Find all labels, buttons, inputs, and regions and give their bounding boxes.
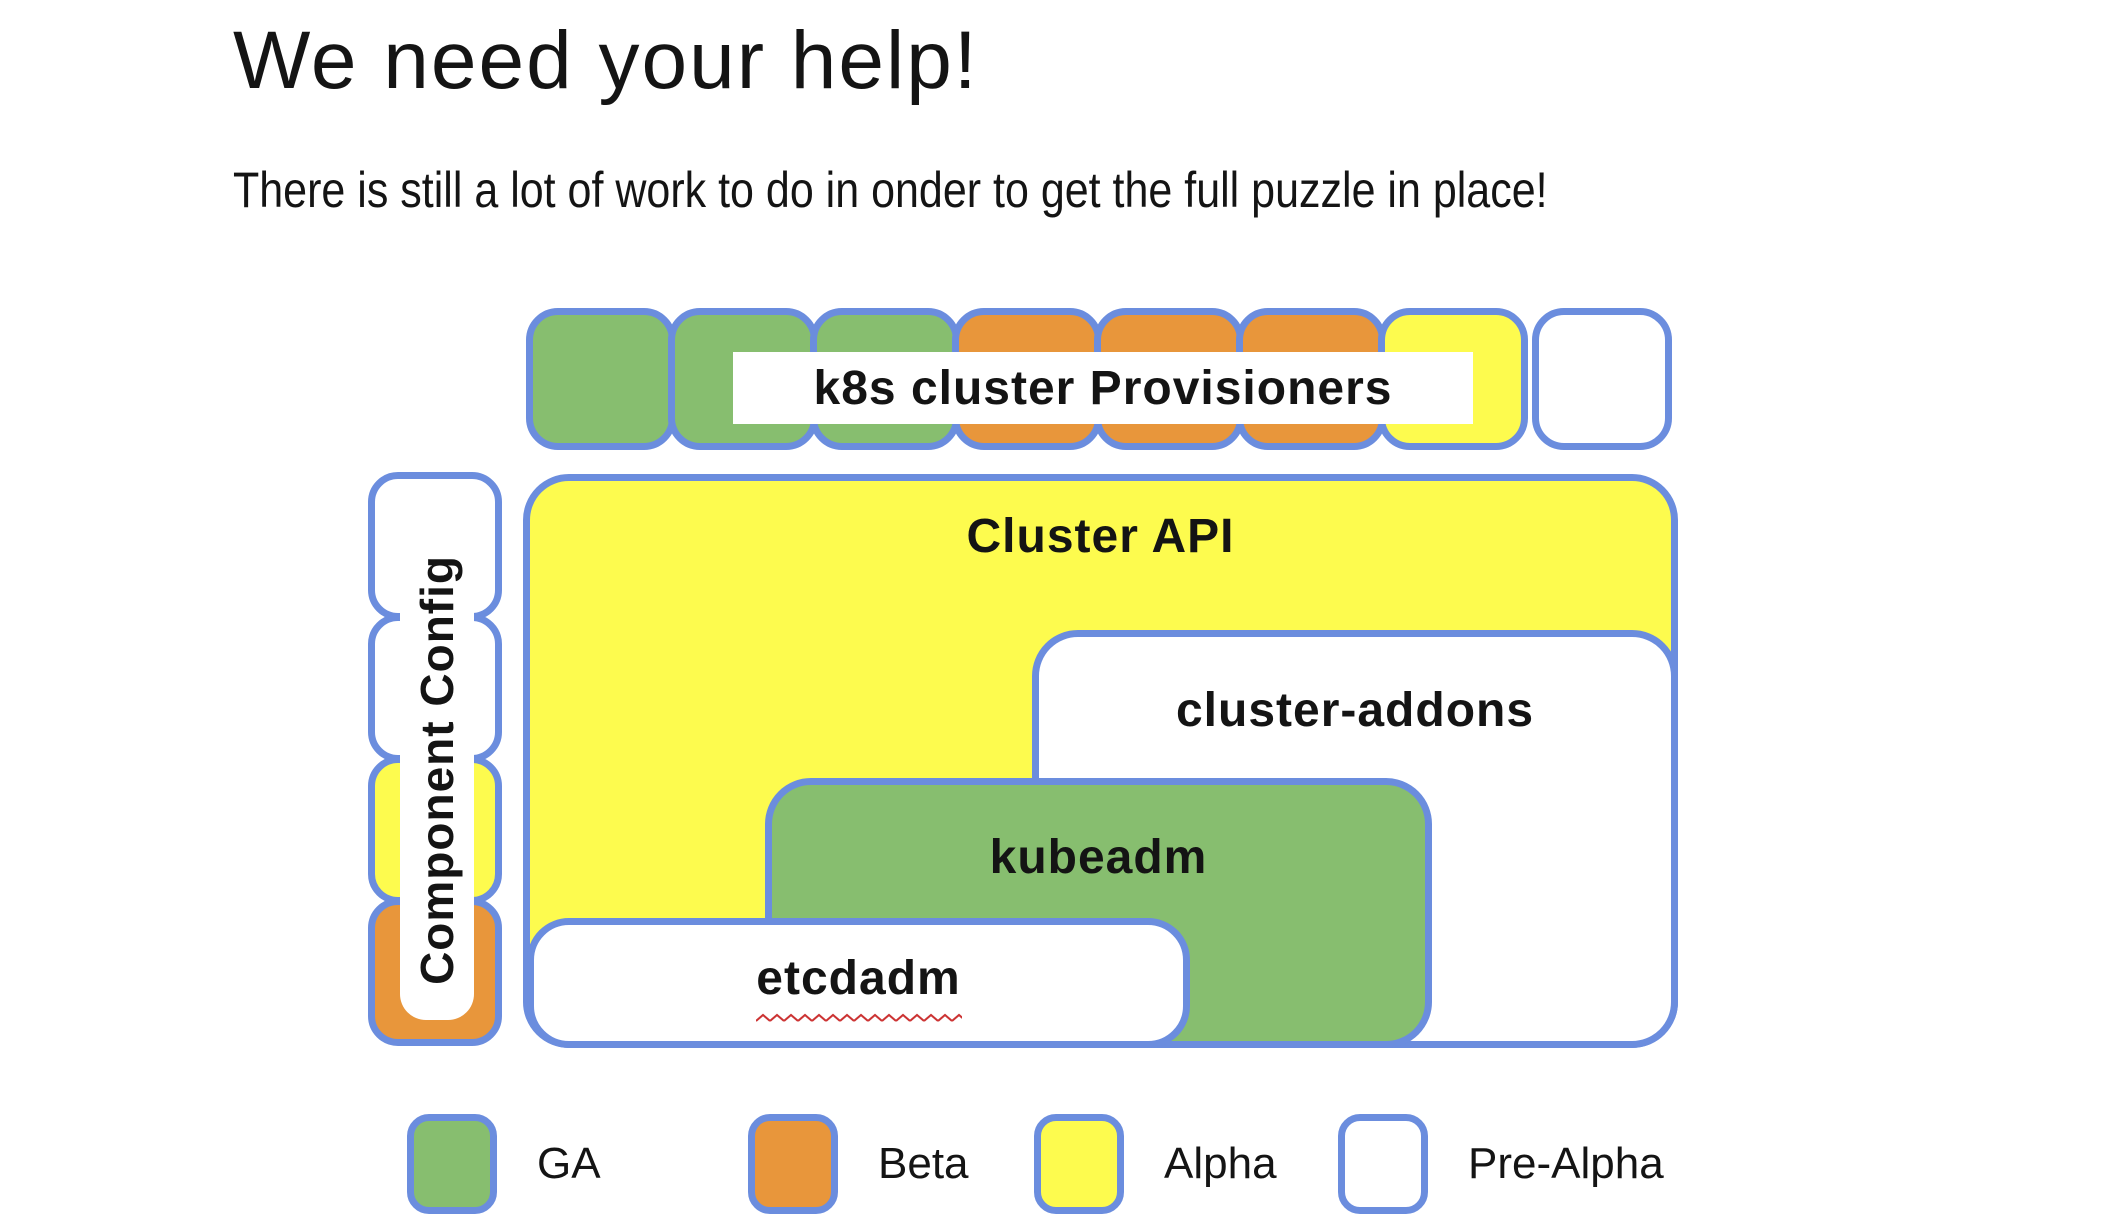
puzzle-piece-provisioner <box>526 308 676 450</box>
legend-swatch-pre-alpha <box>1338 1114 1428 1214</box>
box-cluster-addons-label: cluster-addons <box>1175 684 1535 737</box>
legend-swatch-alpha <box>1034 1114 1124 1214</box>
legend-swatch-beta <box>748 1114 838 1214</box>
provisioners-row-label: k8s cluster Provisioners <box>733 352 1473 424</box>
legend-label-alpha: Alpha <box>1164 1139 1277 1188</box>
box-kubeadm-label: kubeadm <box>989 831 1208 884</box>
component-config-label-strip: Component Config <box>400 520 474 1020</box>
page-title: We need your help! <box>233 15 979 106</box>
subtitle: There is still a lot of work to do in on… <box>233 162 1548 218</box>
box-cluster-api-label: Cluster API <box>966 510 1235 563</box>
legend-item-pre-alpha: Pre-Alpha <box>1338 1114 1664 1214</box>
box-etcdadm: etcdadm <box>527 918 1190 1048</box>
component-config-label: Component Config <box>411 555 463 985</box>
box-etcdadm-label: etcdadm <box>756 952 961 1005</box>
legend-label-ga: GA <box>537 1139 601 1188</box>
legend-label-beta: Beta <box>878 1139 969 1188</box>
legend-item-ga: GA <box>407 1114 601 1214</box>
legend-item-beta: Beta <box>748 1114 969 1214</box>
legend-label-pre-alpha: Pre-Alpha <box>1468 1139 1664 1188</box>
puzzle-piece-provisioner <box>1532 308 1672 450</box>
spellcheck-squiggle-icon <box>534 1009 1183 1024</box>
legend-item-alpha: Alpha <box>1034 1114 1277 1214</box>
legend-swatch-ga <box>407 1114 497 1214</box>
